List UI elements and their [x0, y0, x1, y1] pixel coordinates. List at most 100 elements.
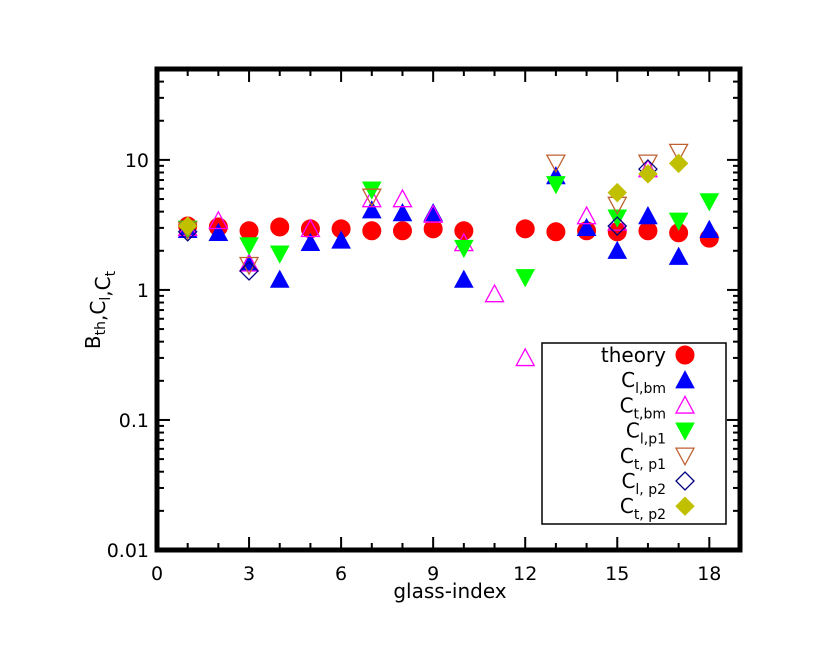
plot-frame [154, 66, 743, 553]
data-point [454, 221, 474, 241]
legend-item: Cl, p2 [621, 469, 695, 498]
legend-label-sub: l,p1 [640, 432, 666, 448]
points-layer [177, 143, 720, 367]
legend-marker [675, 422, 695, 441]
y-tick-label: 0.01 [107, 540, 149, 562]
x-tick-label: 0 [151, 563, 163, 585]
series-c-l-bm [177, 166, 720, 288]
data-point [362, 221, 382, 241]
data-point [515, 219, 535, 239]
legend-label-main: C [621, 469, 635, 493]
data-point [208, 210, 229, 230]
legend-marker [675, 370, 695, 389]
data-point [607, 216, 628, 236]
data-point [674, 447, 696, 467]
legend-label-sub: t, p1 [634, 457, 666, 473]
legend-item: Cl,bm [621, 368, 695, 397]
data-point [638, 221, 658, 241]
data-point [392, 221, 412, 241]
data-point [392, 203, 413, 222]
x-tick-label: 12 [513, 563, 537, 585]
series-c-l-p1 [177, 176, 720, 288]
x-tick-label: 6 [335, 563, 347, 585]
legend-label-main: C [620, 393, 634, 417]
data-point [675, 471, 695, 491]
data-point [208, 222, 229, 241]
data-point [177, 216, 198, 236]
legend-label-main: C [620, 494, 634, 518]
data-point [300, 232, 321, 252]
legend-label: theory [601, 343, 666, 367]
legend-label-main: C [620, 444, 634, 468]
legend-label-sub: l,bm [635, 381, 666, 397]
legend-marker [674, 395, 696, 414]
series-c-t-p2 [177, 153, 689, 236]
data-point [300, 218, 321, 238]
legend-marker [675, 496, 695, 516]
x-tick-label: 15 [605, 563, 629, 585]
legend-label-main: C [626, 419, 640, 443]
legend-label-sub: t, p2 [634, 507, 666, 523]
legend-marker [675, 471, 695, 491]
data-point [607, 182, 627, 203]
legend-label-sub: t,bm [634, 406, 666, 422]
data-point [515, 347, 536, 367]
data-point [331, 230, 351, 249]
legend-label: Ct, p2 [620, 494, 666, 523]
data-point [269, 269, 290, 288]
data-point [674, 395, 696, 414]
data-point [546, 222, 566, 242]
data-point [454, 239, 474, 259]
legend-label: Cl,bm [621, 368, 666, 397]
legend-item: Ct,bm [620, 393, 696, 422]
legend-item: Ct, p2 [620, 494, 695, 523]
y-tick-label: 0.1 [119, 410, 149, 432]
data-point [699, 193, 720, 212]
y-axis-title-sub: l [98, 297, 114, 301]
data-point [392, 188, 413, 208]
legend-item: theory [601, 343, 695, 367]
data-point [699, 219, 720, 238]
x-tick-label: 9 [427, 563, 439, 585]
data-point [484, 283, 505, 303]
data-point [238, 253, 260, 272]
data-point [270, 217, 290, 237]
legend-label-main: theory [601, 343, 666, 367]
legend-label: Ct,bm [620, 393, 666, 422]
data-point [607, 209, 628, 228]
data-point [423, 203, 443, 222]
y-axis-title-main: B [81, 335, 105, 349]
legend-label: Cl,p1 [626, 419, 666, 448]
data-point [638, 205, 658, 225]
data-point [239, 261, 259, 281]
legend-label: Cl, p2 [621, 469, 666, 498]
data-point [269, 245, 290, 264]
y-axis-title: Bth,Cl,Ct [81, 270, 119, 349]
data-point [423, 204, 444, 223]
data-point [546, 176, 566, 195]
x-axis-title: glass-index [393, 579, 506, 603]
data-point [361, 188, 382, 208]
data-point [668, 212, 689, 231]
data-point [607, 240, 628, 259]
data-point [454, 269, 474, 288]
data-point [668, 143, 689, 163]
legend-item: Cl,p1 [626, 419, 695, 448]
x-tick-label: 18 [697, 563, 721, 585]
y-tick-label: 1 [137, 280, 149, 302]
legend-marker [675, 345, 695, 365]
data-point [361, 200, 382, 219]
data-point [576, 205, 597, 225]
data-point [675, 496, 695, 516]
data-point [675, 345, 695, 365]
data-point [675, 422, 695, 441]
y-axis-title-sub: t [103, 270, 119, 276]
data-point [239, 237, 259, 256]
legend-item: Ct, p1 [620, 444, 696, 473]
legend-marker [674, 447, 696, 467]
data-point [668, 246, 689, 265]
